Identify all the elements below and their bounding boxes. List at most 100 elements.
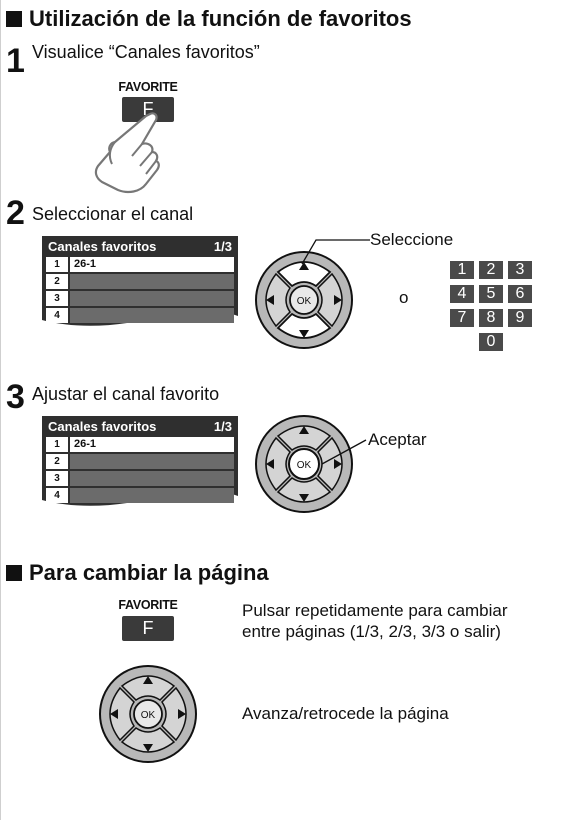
favorite-key-step1: FAVORITE F (118, 80, 178, 122)
numpad-key-2[interactable]: 2 (479, 261, 503, 279)
row-value (70, 274, 234, 289)
section-title-change-page: Para cambiar la página (6, 560, 269, 586)
ok-label: OK (297, 460, 312, 471)
square-bullet-icon (6, 11, 22, 27)
left-arrow-icon (266, 459, 274, 469)
numpad-key-8[interactable]: 8 (479, 309, 503, 327)
left-arrow-icon (266, 295, 274, 305)
dpad-right-button[interactable] (317, 436, 343, 492)
row-value (70, 471, 234, 486)
dpad-up-button[interactable] (276, 425, 332, 451)
section-title-favorites: Utilización de la función de favoritos (6, 6, 412, 32)
panel-title: Canales favoritos (48, 239, 157, 254)
favorite-key-label: FAVORITE (118, 80, 178, 94)
row-value: 26-1 (70, 257, 234, 272)
row-number: 2 (46, 274, 68, 289)
row-value (70, 291, 234, 306)
dpad-ok-button[interactable] (133, 699, 163, 729)
dpad-up-button[interactable] (276, 261, 332, 288)
row-number: 3 (46, 471, 68, 486)
right-arrow-icon (334, 459, 342, 469)
down-arrow-icon (299, 494, 309, 502)
dpad-right-button[interactable] (161, 686, 187, 742)
favorite-row[interactable]: 4 (46, 308, 234, 324)
step-number-2: 2 (6, 194, 25, 232)
row-value (70, 488, 234, 503)
or-label: o (399, 288, 409, 307)
favorite-row[interactable]: 3 (46, 291, 234, 307)
down-arrow-icon (299, 330, 309, 338)
panel-title: Canales favoritos (48, 419, 157, 434)
up-arrow-icon (299, 426, 309, 434)
left-arrow-icon (110, 709, 118, 719)
panel-page: 1/3 (213, 419, 232, 434)
favorite-description-line: Pulsar repetidamente para cambiar (242, 601, 508, 620)
favorite-key-label: FAVORITE (118, 598, 178, 612)
panel-page: 1/3 (213, 239, 232, 254)
dpad-up-button[interactable] (120, 675, 176, 701)
favorite-row[interactable]: 2 (46, 274, 234, 290)
numpad-key-6[interactable]: 6 (508, 285, 532, 303)
row-value: 26-1 (70, 437, 234, 452)
numpad-key-3[interactable]: 3 (508, 261, 532, 279)
step-number-1: 1 (6, 42, 25, 80)
favorite-description-line: entre páginas (1/3, 2/3, 3/3 o salir) (242, 622, 501, 641)
dpad-left-button[interactable] (265, 272, 291, 328)
numpad-key-9[interactable]: 9 (508, 309, 532, 327)
step-number-3: 3 (6, 378, 25, 416)
row-number: 4 (46, 488, 68, 503)
step-3-text: Ajustar el canal favorito (32, 384, 220, 404)
dpad-down-button[interactable] (276, 312, 332, 339)
dpad-section2[interactable]: OK (98, 664, 198, 764)
row-number: 4 (46, 308, 68, 323)
down-arrow-icon (143, 744, 153, 752)
row-value (70, 308, 234, 323)
numpad-key-1[interactable]: 1 (450, 261, 474, 279)
accept-label: Aceptar (368, 430, 427, 449)
accept-pointer-line (321, 439, 367, 465)
section-title-text: Utilización de la función de favoritos (29, 6, 412, 31)
dpad-down-button[interactable] (120, 727, 176, 753)
up-arrow-icon (299, 262, 309, 270)
favorite-description: Pulsar repetidamente para cambiar entre … (242, 600, 508, 642)
row-number: 1 (46, 257, 68, 272)
favorite-key-section2: FAVORITE F (118, 598, 178, 641)
numpad-key-5[interactable]: 5 (479, 285, 503, 303)
step-2-text: Seleccionar el canal (32, 204, 194, 224)
step-1-text: Visualice “Canales favoritos” (32, 42, 260, 62)
dpad-left-button[interactable] (109, 686, 135, 742)
up-arrow-icon (143, 676, 153, 684)
dpad-step3[interactable]: OK (254, 414, 354, 514)
dpad-left-button[interactable] (265, 436, 291, 492)
select-label: Seleccione (370, 230, 454, 249)
pressing-hand-icon (94, 112, 160, 194)
right-arrow-icon (334, 295, 342, 305)
row-number: 1 (46, 437, 68, 452)
favorite-row[interactable]: 4 (46, 488, 234, 504)
favorite-button[interactable]: F (122, 616, 174, 641)
numpad-key-0[interactable]: 0 (479, 333, 503, 351)
dpad-description: Avanza/retrocede la página (242, 704, 449, 723)
square-bullet-icon (6, 565, 22, 581)
panel-header: Canales favoritos 1/3 (48, 239, 232, 255)
row-number: 2 (46, 454, 68, 469)
dpad-step2[interactable]: OK (254, 250, 354, 350)
select-pointer-line (301, 239, 370, 265)
numpad-key-7[interactable]: 7 (450, 309, 474, 327)
dpad-ok-button[interactable] (288, 448, 320, 480)
numpad-key-4[interactable]: 4 (450, 285, 474, 303)
dpad-down-button[interactable] (276, 477, 332, 503)
row-value (70, 454, 234, 469)
favorite-row[interactable]: 2 (46, 454, 234, 470)
row-number: 3 (46, 291, 68, 306)
section-title-text: Para cambiar la página (29, 560, 269, 585)
favorite-row[interactable]: 3 (46, 471, 234, 487)
dpad-ok-button[interactable] (289, 285, 319, 315)
dpad-right-button[interactable] (317, 272, 343, 328)
panel-header: Canales favoritos 1/3 (48, 419, 232, 435)
ok-label: OK (141, 710, 156, 721)
